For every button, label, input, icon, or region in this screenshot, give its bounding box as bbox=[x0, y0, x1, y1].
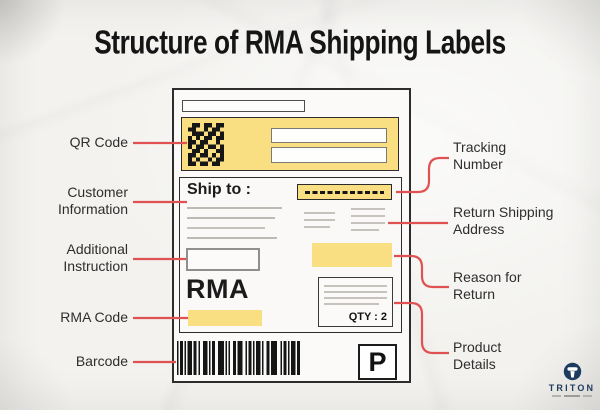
label-field-blank-2 bbox=[271, 147, 387, 163]
callout-rma-code: RMA Code bbox=[60, 309, 128, 325]
label-body-panel: Ship to : RMA bbox=[179, 177, 402, 333]
rma-code-box bbox=[188, 310, 262, 326]
address-line bbox=[304, 219, 335, 221]
label-field-blank-1 bbox=[271, 128, 387, 143]
callout-product-details: Product Details bbox=[453, 339, 502, 372]
customer-info-line bbox=[187, 207, 282, 209]
parcel-letter: P bbox=[368, 347, 387, 377]
product-line bbox=[324, 303, 379, 305]
callout-tracking-number: Tracking Number bbox=[453, 139, 507, 172]
page-title: Structure of RMA Shipping Labels bbox=[94, 23, 506, 61]
triton-logo: TRITON bbox=[545, 362, 599, 406]
quantity-text: QTY : 2 bbox=[348, 311, 387, 323]
address-line bbox=[304, 226, 330, 228]
parcel-p-box: P bbox=[358, 344, 397, 380]
callout-reason-for-return: Reason for Return bbox=[453, 269, 522, 302]
barcode-icon bbox=[177, 341, 300, 375]
product-line bbox=[324, 285, 387, 287]
product-line bbox=[324, 291, 387, 293]
tracking-number-field bbox=[297, 184, 392, 200]
triton-logo-wordmark: TRITON bbox=[548, 383, 596, 393]
label-header-bar bbox=[182, 100, 305, 112]
qr-code-icon bbox=[188, 123, 228, 166]
callout-customer-information: Customer Information bbox=[57, 184, 128, 217]
additional-instruction-box bbox=[186, 248, 260, 271]
tracking-dashes bbox=[305, 190, 384, 194]
address-line bbox=[304, 212, 335, 214]
callout-barcode: Barcode bbox=[75, 353, 128, 369]
shipping-label-graphic: Ship to : RMA bbox=[172, 88, 411, 383]
callout-return-shipping-address: Return Shipping Address bbox=[453, 204, 554, 237]
address-line bbox=[351, 208, 385, 210]
product-line bbox=[324, 297, 387, 299]
qr-band bbox=[181, 117, 399, 171]
reason-for-return-box bbox=[312, 243, 392, 267]
ship-to-heading: Ship to : bbox=[187, 181, 251, 198]
customer-info-line bbox=[187, 227, 265, 229]
product-details-box: QTY : 2 bbox=[318, 277, 393, 327]
callout-qr-code: QR Code bbox=[69, 134, 128, 150]
customer-info-line bbox=[187, 217, 275, 219]
address-line bbox=[351, 215, 385, 217]
rma-heading: RMA bbox=[186, 274, 249, 304]
address-line bbox=[351, 222, 385, 224]
callout-additional-instruction: Additional Instruction bbox=[63, 241, 128, 274]
address-line bbox=[351, 229, 379, 231]
triton-logo-tagline-decoration bbox=[552, 395, 592, 397]
customer-info-line bbox=[187, 237, 277, 239]
triton-logo-icon bbox=[563, 362, 581, 381]
